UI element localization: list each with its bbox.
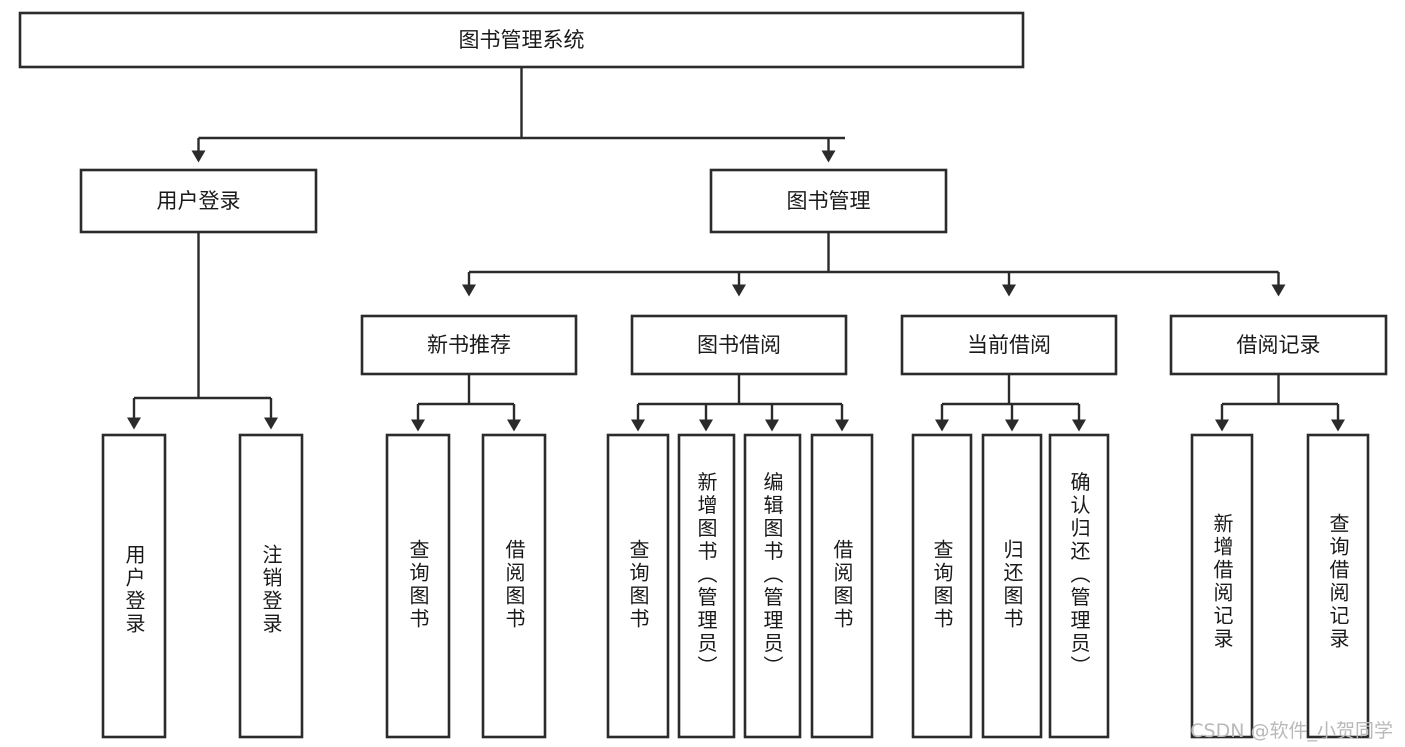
node-current-borrow-box[interactable] (900, 314, 1118, 376)
leaf-add-borrow-record-box[interactable] (1190, 433, 1254, 739)
connectors-book-borrow-to-leaves (631, 374, 849, 432)
node-user-login-label: 用户登录 (157, 189, 241, 213)
leaf-borrow-book-bb-label: 借阅图书 (830, 539, 854, 631)
node-borrow-record[interactable]: 借阅记录 (1169, 314, 1388, 376)
leaf-add-borrow-record-label: 新增借阅记录 (1210, 513, 1234, 651)
leaf-logout-label: 注销登录 (259, 544, 283, 636)
node-current-borrow[interactable]: 当前借阅 (900, 314, 1118, 376)
leaf-query-book-bb-label: 查询图书 (626, 539, 650, 631)
leaf-user-login[interactable]: 用户登录 (101, 433, 167, 739)
leaf-borrow-book-bb-box[interactable] (810, 433, 874, 739)
leaf-return-book-box[interactable] (981, 433, 1043, 739)
leaf-query-borrow-record[interactable]: 查询借阅记录 (1306, 433, 1370, 739)
leaf-return-book-label: 归还图书 (1000, 539, 1024, 631)
leaf-query-borrow-record-box[interactable] (1306, 433, 1370, 739)
node-root[interactable]: 图书管理系统 (18, 11, 1025, 69)
node-root-box[interactable] (18, 11, 1025, 69)
leaf-edit-book-admin-box[interactable] (743, 433, 802, 739)
leaf-add-book-admin[interactable]: 新增图书（管理员） (677, 433, 736, 739)
leaf-confirm-return-admin-box[interactable] (1048, 433, 1110, 739)
leaf-query-book-nbr-box[interactable] (385, 433, 451, 739)
connectors-root-to-level2 (191, 67, 845, 163)
node-book-management[interactable]: 图书管理 (709, 168, 948, 234)
node-new-book-recommend-box[interactable] (360, 314, 578, 376)
leaf-query-book-nbr[interactable]: 查询图书 (385, 433, 451, 739)
leaf-confirm-return-admin-label: 确认归还（管理员） (1067, 471, 1091, 678)
leaf-query-book-nbr-label: 查询图书 (406, 539, 430, 631)
leaf-query-book-cb[interactable]: 查询图书 (911, 433, 973, 739)
leaf-query-book-bb-box[interactable] (606, 433, 670, 739)
connectors-new-book-rec-to-leaves (411, 374, 521, 432)
connectors-user-login-to-leaves (127, 232, 278, 430)
leaf-query-book-cb-label: 查询图书 (930, 539, 954, 631)
leaf-add-book-admin-box[interactable] (677, 433, 736, 739)
node-book-borrow-box[interactable] (630, 314, 848, 376)
leaf-query-borrow-record-label: 查询借阅记录 (1326, 513, 1350, 651)
leaf-logout-box[interactable] (238, 433, 304, 739)
leaf-confirm-return-admin[interactable]: 确认归还（管理员） (1048, 433, 1110, 739)
leaf-add-borrow-record[interactable]: 新增借阅记录 (1190, 433, 1254, 739)
leaf-query-book-cb-box[interactable] (911, 433, 973, 739)
leaf-borrow-book-bb[interactable]: 借阅图书 (810, 433, 874, 739)
leaf-borrow-book-nbr[interactable]: 借阅图书 (481, 433, 547, 739)
leaf-user-login-label: 用户登录 (122, 544, 146, 636)
node-book-management-label: 图书管理 (787, 189, 871, 213)
leaf-edit-book-admin-label: 编辑图书（管理员） (760, 471, 784, 678)
node-borrow-record-label: 借阅记录 (1237, 333, 1321, 357)
node-book-borrow-label: 图书借阅 (697, 333, 781, 357)
leaf-borrow-book-nbr-label: 借阅图书 (502, 539, 526, 631)
connectors-borrow-record-to-leaves (1215, 374, 1345, 432)
node-book-borrow[interactable]: 图书借阅 (630, 314, 848, 376)
node-book-management-box[interactable] (709, 168, 948, 234)
node-current-borrow-label: 当前借阅 (967, 333, 1051, 357)
node-user-login-box[interactable] (79, 168, 318, 234)
leaf-logout[interactable]: 注销登录 (238, 433, 304, 739)
leaf-user-login-box[interactable] (101, 433, 167, 739)
node-borrow-record-box[interactable] (1169, 314, 1388, 376)
leaf-return-book[interactable]: 归还图书 (981, 433, 1043, 739)
leaf-edit-book-admin[interactable]: 编辑图书（管理员） (743, 433, 802, 739)
node-root-label: 图书管理系统 (459, 28, 585, 52)
leaf-query-book-bb[interactable]: 查询图书 (606, 433, 670, 739)
connectors-current-borrow-to-leaves (935, 374, 1086, 432)
leaf-add-book-admin-label: 新增图书（管理员） (694, 471, 718, 678)
node-user-login[interactable]: 用户登录 (79, 168, 318, 234)
node-new-book-recommend-label: 新书推荐 (427, 333, 511, 357)
connectors-book-manage-to-level3 (462, 232, 1286, 297)
node-new-book-recommend[interactable]: 新书推荐 (360, 314, 578, 376)
leaf-borrow-book-nbr-box[interactable] (481, 433, 547, 739)
